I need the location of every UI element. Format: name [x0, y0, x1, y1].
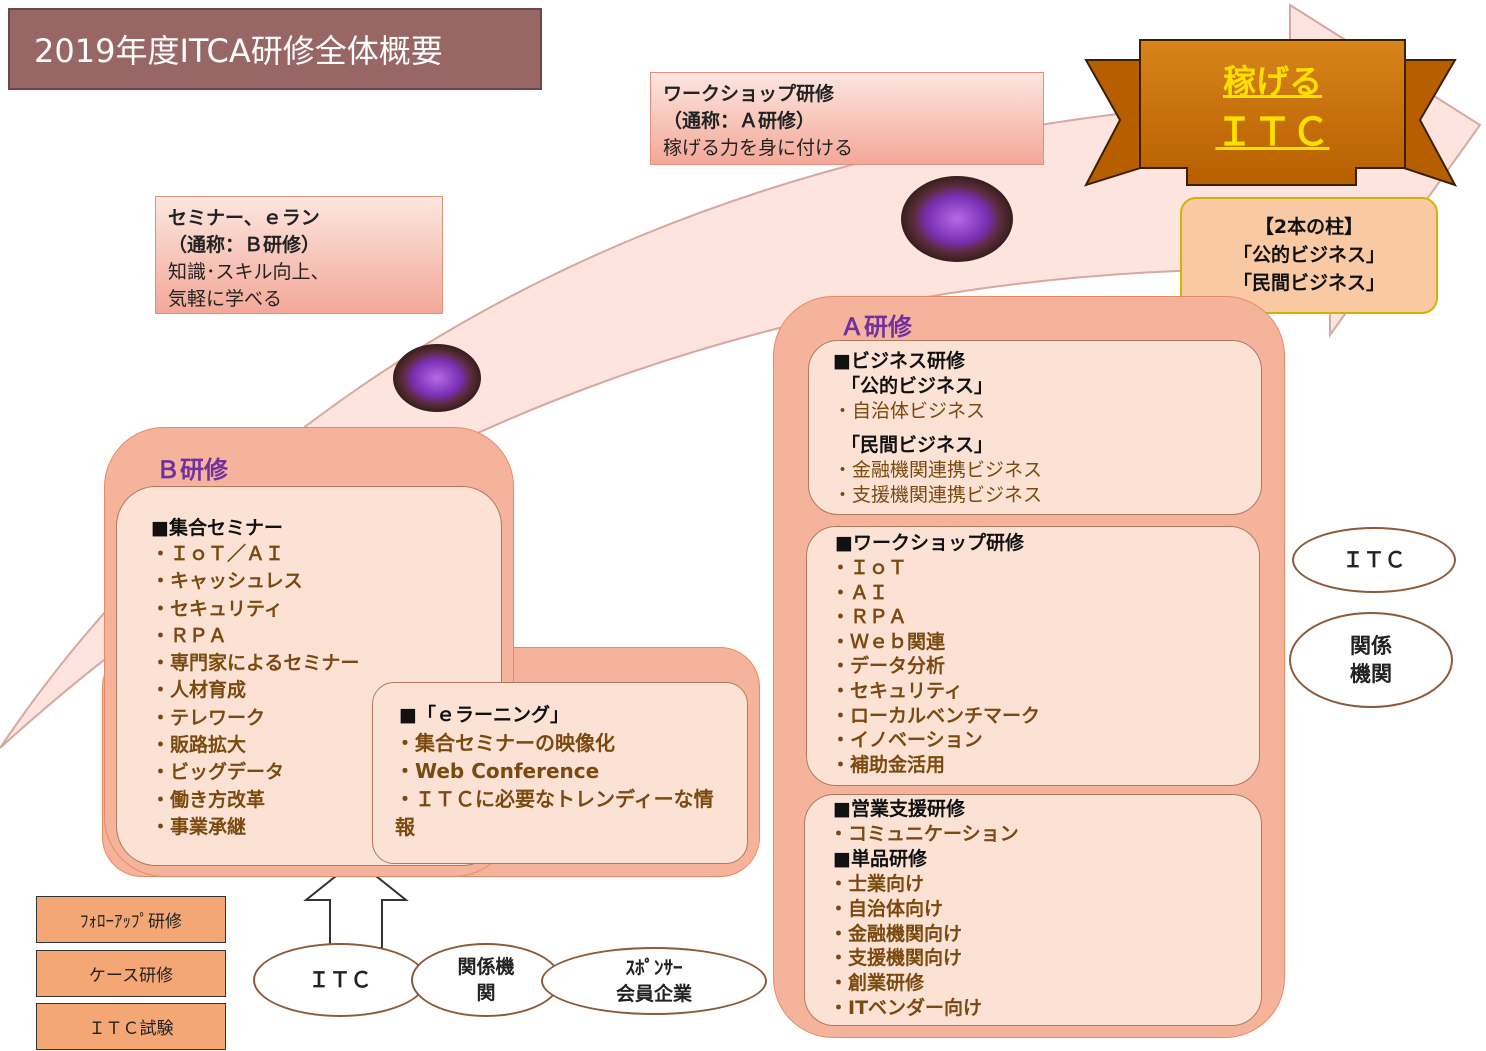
workshop-callout-line3: 稼げる力を身に付ける — [663, 137, 854, 159]
ribbon-banner — [1083, 39, 1458, 187]
list-item: ・士業向け — [829, 873, 925, 895]
list-item: ・集合セミナーの映像化 — [395, 731, 615, 755]
pillars-line3: 「民間ビジネス」 — [1232, 272, 1385, 294]
elearning-title: ■「ｅラーニング」 — [399, 704, 569, 726]
product-title: ■単品研修 — [833, 848, 927, 870]
sales-title: ■営業支援研修 — [833, 798, 965, 820]
list-item: ・コミュニケーション — [829, 823, 1019, 845]
public-business-items: ・自治体ビジネス — [833, 399, 1261, 424]
seminar-callout-line4: 気軽に学べる — [168, 288, 283, 310]
list-item: ・創業研修 — [829, 972, 925, 995]
list-item: ・金融機関連携ビジネス — [833, 459, 1043, 481]
sales-training-box: ■営業支援研修 ・コミュニケーション ■単品研修 ・士業向け ・自治体向け ・金… — [804, 794, 1262, 1026]
seminar-items: ・ＩｏＴ／ＡＩ ・キャッシュレス ・セキュリティ ・ＲＰＡ ・専門家によるセミナ… — [151, 541, 501, 841]
list-item: ・ＩｏＴ／ＡＩ — [151, 543, 285, 565]
workshop-items: ・ＩｏＴ ・ＡＩ ・ＲＰＡ ・Ｗｅｂ関連 ・データ分析 ・セキュリティ ・ローカ… — [831, 556, 1259, 777]
list-item: ・自治体ビジネス — [833, 400, 986, 422]
related-orgs-bottom-line2: 関 — [476, 982, 496, 1004]
list-item: ・Web Conference — [395, 759, 600, 783]
list-item: ・ローカルベンチマーク — [831, 704, 1041, 727]
list-item: ・働き方改革 — [151, 788, 266, 811]
related-orgs-ellipse-right: 関係 機関 — [1289, 612, 1453, 708]
ribbon-label: 稼げる ＩＴＣ — [1150, 58, 1395, 158]
list-item: ・金融機関向け — [829, 922, 963, 945]
elearning-items: ・集合セミナーの映像化 ・Web Conference ・ＩＴＣに必要なトレンデ… — [395, 729, 733, 841]
list-item: ・自治体向け — [829, 897, 944, 920]
page-title: 2019年度ITCA研修全体概要 — [8, 8, 542, 90]
list-item: ・ＲＰＡ — [151, 624, 228, 647]
list-item: ・事業承継 — [151, 815, 247, 838]
legend-case: ケース研修 — [36, 950, 226, 997]
ribbon-line2: ＩＴＣ — [1215, 110, 1330, 154]
two-pillars-box: 【2本の柱】 「公的ビジネス」 「民間ビジネス」 — [1180, 197, 1438, 314]
list-item: ・ＩＴＣに必要なトレンディーな情報 — [395, 787, 714, 839]
public-business-title: 「公的ビジネス」 — [841, 375, 994, 397]
related-orgs-line1: 関係 — [1350, 634, 1392, 658]
list-item: ・支援機関向け — [829, 947, 963, 970]
sponsor-line1: ｽﾎﾟﾝｻｰ — [625, 957, 683, 979]
list-item: ・イノベーション — [831, 729, 983, 752]
workshop-training-box: ■ワークショップ研修 ・ＩｏＴ ・ＡＩ ・ＲＰＡ ・Ｗｅｂ関連 ・データ分析 ・… — [806, 526, 1260, 786]
related-orgs-ellipse-bottom: 関係機 関 — [411, 943, 561, 1017]
business-training-box: ■ビジネス研修 「公的ビジネス」 ・自治体ビジネス 「民間ビジネス」 ・金融機関… — [808, 340, 1262, 515]
sales-items: ・コミュニケーション — [829, 822, 1261, 847]
list-item: ・専門家によるセミナー — [151, 652, 360, 675]
legend-exam: ＩＴＣ試験 — [36, 1003, 226, 1050]
list-item: ・ビッグデータ — [151, 761, 285, 784]
b-training-header: Ｂ研修 — [156, 456, 228, 484]
private-business-items: ・金融機関連携ビジネス ・支援機関連携ビジネス — [833, 458, 1261, 508]
workshop-callout-line1: ワークショップ研修 — [663, 83, 835, 105]
business-title: ■ビジネス研修 — [833, 350, 965, 372]
sponsor-ellipse: ｽﾎﾟﾝｻｰ 会員企業 — [541, 947, 767, 1015]
list-item: ・セキュリティ — [151, 597, 283, 620]
workshop-title: ■ワークショップ研修 — [835, 532, 1024, 554]
pillars-line2: 「公的ビジネス」 — [1232, 244, 1385, 266]
seminar-callout: セミナー、ｅラン （通称：Ｂ研修） 知識･スキル向上、 気軽に学べる — [155, 196, 443, 314]
list-item: ・補助金活用 — [831, 753, 946, 776]
list-item: ・ＲＰＡ — [831, 606, 908, 629]
product-items: ・士業向け ・自治体向け ・金融機関向け ・支援機関向け ・創業研修 ・ITベン… — [829, 872, 1261, 1021]
workshop-callout-line2: （通称：Ａ研修） — [663, 110, 816, 132]
list-item: ・人材育成 — [151, 679, 247, 702]
elearning-box: ■「ｅラーニング」 ・集合セミナーの映像化 ・Web Conference ・Ｉ… — [372, 682, 748, 864]
list-item: ・ＩｏＴ — [831, 557, 908, 579]
workshop-callout: ワークショップ研修 （通称：Ａ研修） 稼げる力を身に付ける — [650, 72, 1044, 165]
list-item: ・支援機関連携ビジネス — [833, 484, 1043, 506]
seminar-title: ■集合セミナー — [151, 517, 283, 539]
pillars-line1: 【2本の柱】 — [1254, 216, 1364, 238]
legend-followup: ﾌｫﾛｰｱｯﾌﾟ研修 — [36, 896, 226, 943]
itc-ellipse-bottom: ＩＴＣ — [253, 943, 427, 1017]
itc-ellipse-right: ＩＴＣ — [1292, 527, 1456, 593]
private-business-title: 「民間ビジネス」 — [841, 434, 994, 456]
list-item: ・ITベンダー向け — [829, 996, 983, 1019]
list-item: ・セキュリティ — [831, 679, 963, 702]
ribbon-line1: 稼げる — [1223, 62, 1322, 101]
list-item: ・Ｗｅｂ関連 — [831, 630, 946, 653]
a-training-header: Ａ研修 — [840, 313, 912, 341]
list-item: ・ＡＩ — [831, 581, 889, 604]
related-orgs-bottom-line1: 関係機 — [457, 956, 515, 978]
seminar-callout-line1: セミナー、ｅラン — [168, 207, 320, 229]
milestone-orb-a — [901, 176, 1013, 262]
list-item: ・データ分析 — [831, 655, 946, 678]
seminar-callout-line2: （通称：Ｂ研修） — [168, 234, 321, 256]
milestone-orb-b — [393, 344, 481, 412]
list-item: ・キャッシュレス — [151, 570, 303, 593]
sponsor-line2: 会員企業 — [615, 983, 692, 1005]
seminar-callout-line3: 知識･スキル向上、 — [168, 261, 330, 283]
list-item: ・販路拡大 — [151, 734, 247, 757]
related-orgs-line2: 機関 — [1350, 662, 1392, 686]
list-item: ・テレワーク — [151, 706, 266, 729]
